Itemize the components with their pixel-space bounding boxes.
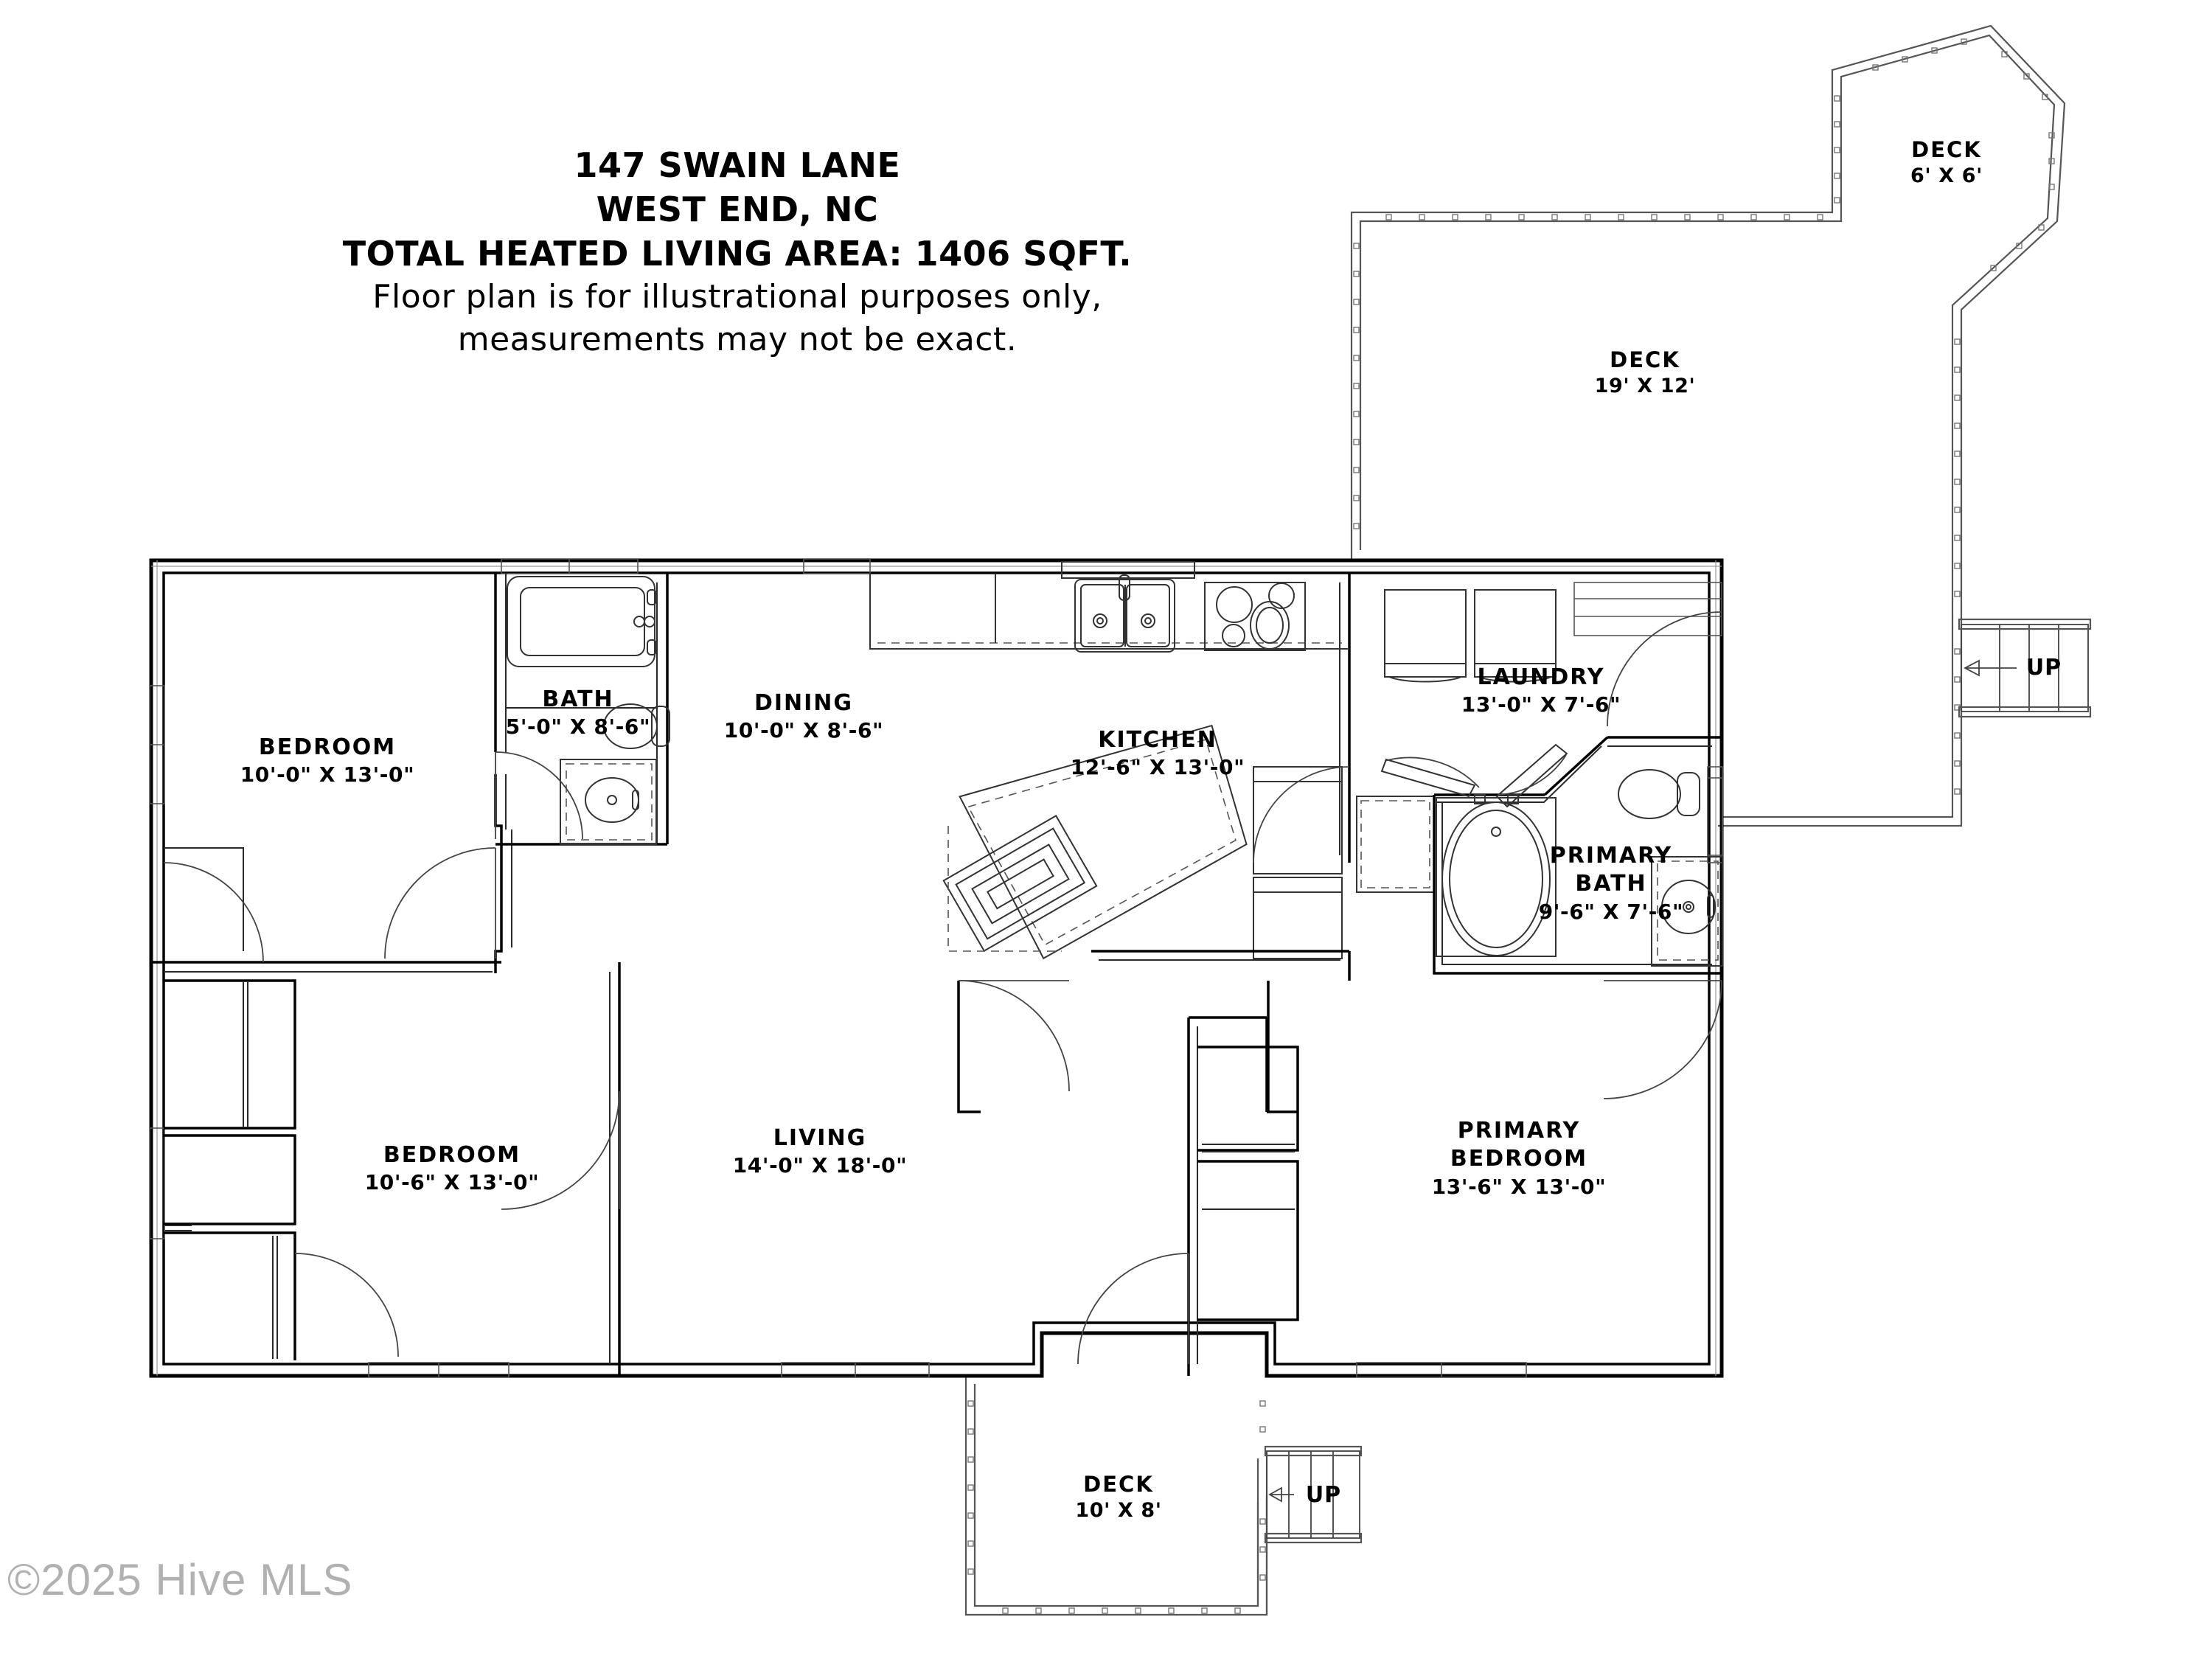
primary-toilet bbox=[1618, 769, 1700, 819]
title-block: 147 SWAIN LANE WEST END, NC TOTAL HEATED… bbox=[221, 144, 1253, 361]
mls-watermark: ©2025 Hive MLS bbox=[7, 1555, 353, 1604]
washer-dryer bbox=[1384, 589, 1557, 683]
interior-walls bbox=[151, 561, 1723, 1376]
plan-heated-area: TOTAL HEATED LIVING AREA: 1406 SQFT. bbox=[342, 233, 1133, 274]
hall-bath-fixtures bbox=[507, 576, 670, 845]
primary-tub bbox=[1436, 794, 1557, 957]
stair-label-east: UP bbox=[2025, 655, 2062, 681]
plan-disclaimer-2: measurements may not be exact. bbox=[457, 320, 1018, 358]
stair-east bbox=[1958, 618, 2092, 718]
kitchen-sink-fixture bbox=[1074, 574, 1175, 653]
stair-south bbox=[1264, 1445, 1363, 1544]
hall-vanity bbox=[560, 759, 657, 845]
plan-address: 147 SWAIN LANE bbox=[574, 145, 901, 185]
deck-south-outline bbox=[964, 1375, 1268, 1616]
primary-vanity bbox=[1651, 856, 1723, 967]
laundry-shelving bbox=[1573, 582, 1722, 636]
house-exterior-walls bbox=[149, 558, 1724, 1378]
kitchen-island bbox=[959, 724, 1248, 960]
deck-large-ne-outline bbox=[1350, 24, 2066, 827]
plan-disclaimer-1: Floor plan is for illustrational purpose… bbox=[372, 278, 1102, 316]
kitchen-range-in-island bbox=[942, 815, 1098, 952]
hall-toilet bbox=[603, 703, 670, 749]
exterior-windows bbox=[149, 558, 1723, 1378]
door-swings bbox=[163, 611, 1722, 1365]
cooktop-fixture bbox=[1204, 582, 1306, 651]
plan-city-state: WEST END, NC bbox=[596, 189, 879, 229]
stair-label-south: UP bbox=[1305, 1482, 1342, 1508]
